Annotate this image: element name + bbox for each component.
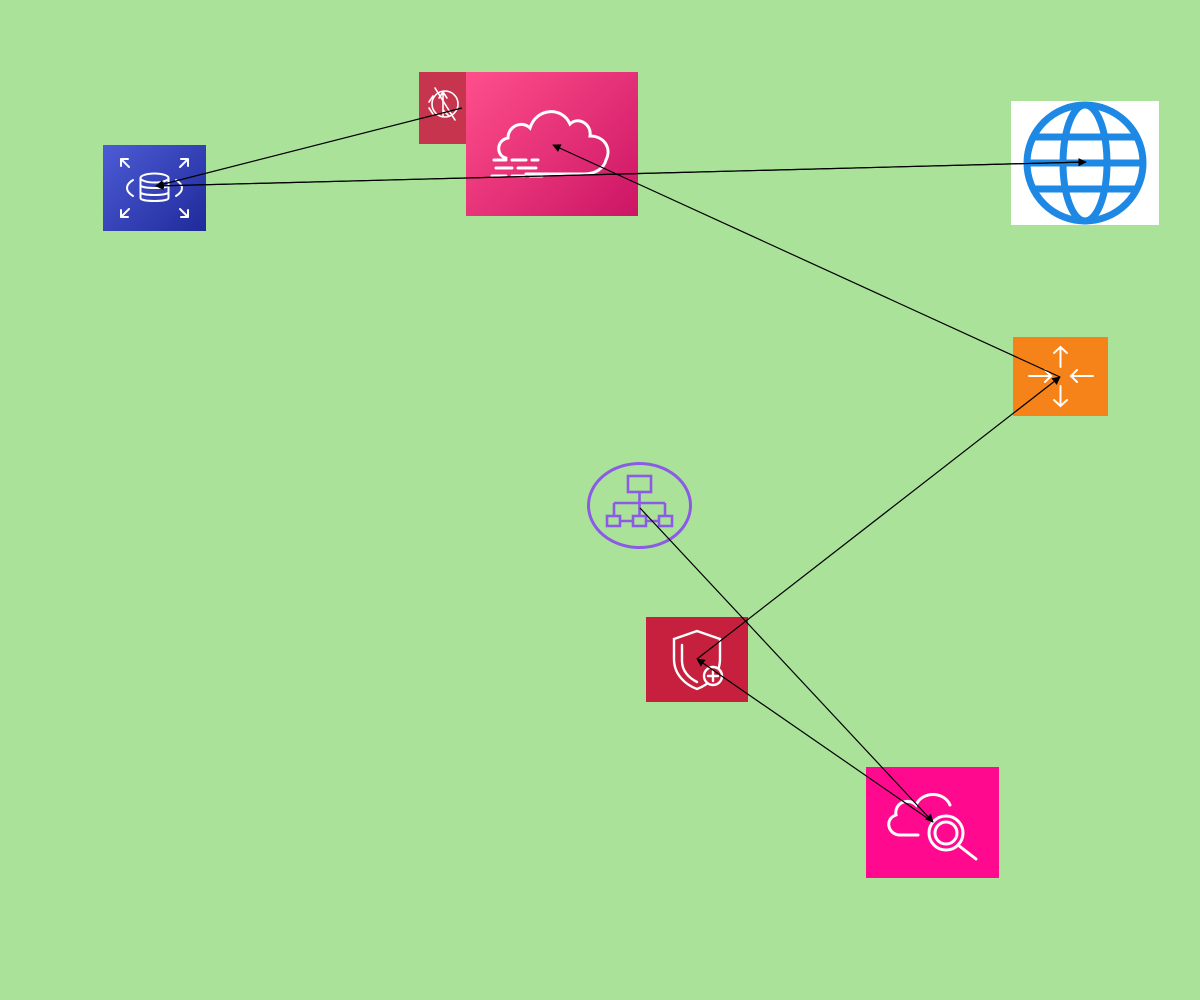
lambda-edge-node[interactable]	[419, 72, 467, 144]
lambda-edge-icon	[428, 87, 459, 121]
cloud-search-icon	[887, 793, 978, 861]
database-scaling-icon	[120, 158, 189, 218]
cloud-cdn-icon	[490, 110, 610, 178]
database-scaling-node[interactable]	[103, 145, 206, 231]
globe-icon	[1023, 101, 1147, 225]
internet-node[interactable]	[1011, 101, 1159, 225]
load-balancer-node[interactable]	[1013, 337, 1108, 416]
hierarchy-icon	[587, 462, 692, 549]
cloudfront-node[interactable]	[466, 72, 638, 216]
shield-icon	[672, 629, 724, 691]
security-hub-node[interactable]	[646, 617, 748, 702]
load-balancer-arrows-icon	[1028, 345, 1094, 408]
cloud-search-node[interactable]	[866, 767, 999, 878]
service-catalog-node[interactable]	[586, 461, 693, 550]
edge-security-hub-to-load-balancer	[696, 376, 1061, 660]
